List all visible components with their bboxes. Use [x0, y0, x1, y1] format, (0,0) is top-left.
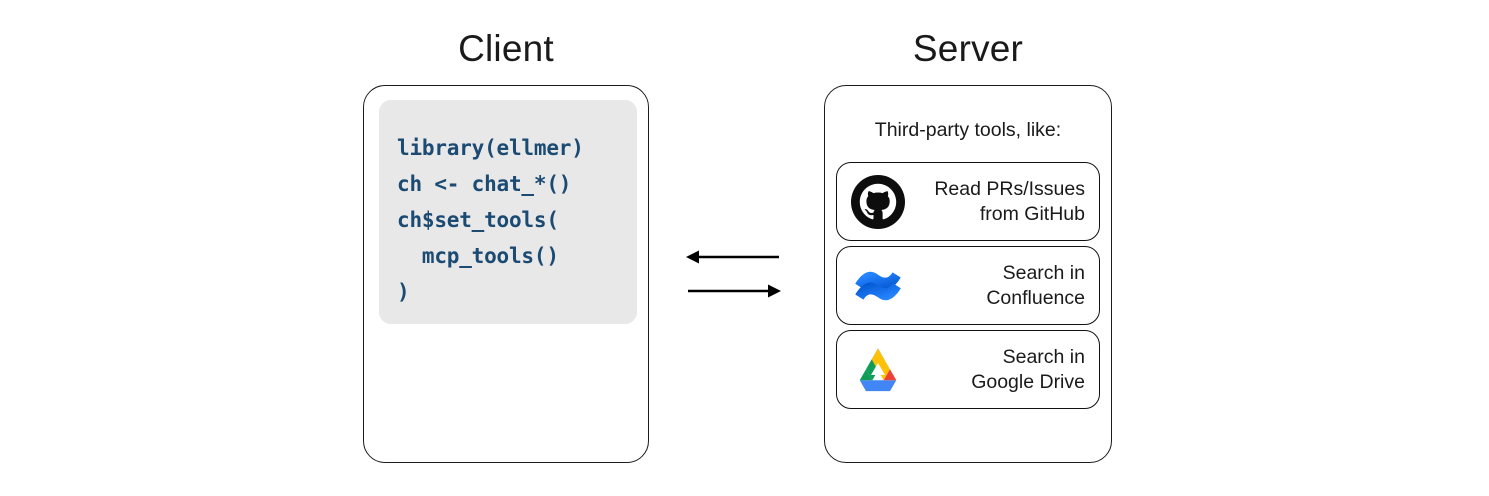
- server-panel: Third-party tools, like: Read PRs/Issues…: [824, 85, 1112, 463]
- google-drive-icon: [849, 341, 907, 399]
- github-icon: [849, 173, 907, 231]
- client-to-server-arrow: [688, 284, 781, 298]
- code-line: ch$set_tools(: [397, 208, 559, 232]
- tool-label: Read PRs/Issues from GitHub: [934, 177, 1085, 225]
- tool-card-google-drive[interactable]: Search in Google Drive: [836, 330, 1100, 409]
- client-column-title: Client: [458, 28, 554, 69]
- code-line: mcp_tools(): [397, 244, 559, 268]
- server-to-client-arrow: [686, 250, 779, 264]
- server-column-title: Server: [912, 28, 1024, 69]
- tool-label: Search in Google Drive: [971, 345, 1085, 393]
- tool-card-github[interactable]: Read PRs/Issues from GitHub: [836, 162, 1100, 241]
- tool-card-confluence[interactable]: Search in Confluence: [836, 246, 1100, 325]
- code-line: library(ellmer): [397, 136, 584, 160]
- tool-label: Search in Confluence: [986, 261, 1085, 309]
- code-line: ): [397, 280, 410, 304]
- connection-arrows: [680, 238, 790, 308]
- confluence-icon: [849, 257, 907, 315]
- server-subtitle: Third-party tools, like:: [874, 119, 1062, 141]
- client-code-block: library(ellmer) ch <- chat_*() ch$set_to…: [379, 100, 637, 324]
- client-panel: library(ellmer) ch <- chat_*() ch$set_to…: [363, 85, 649, 463]
- code-line: ch <- chat_*(): [397, 172, 572, 196]
